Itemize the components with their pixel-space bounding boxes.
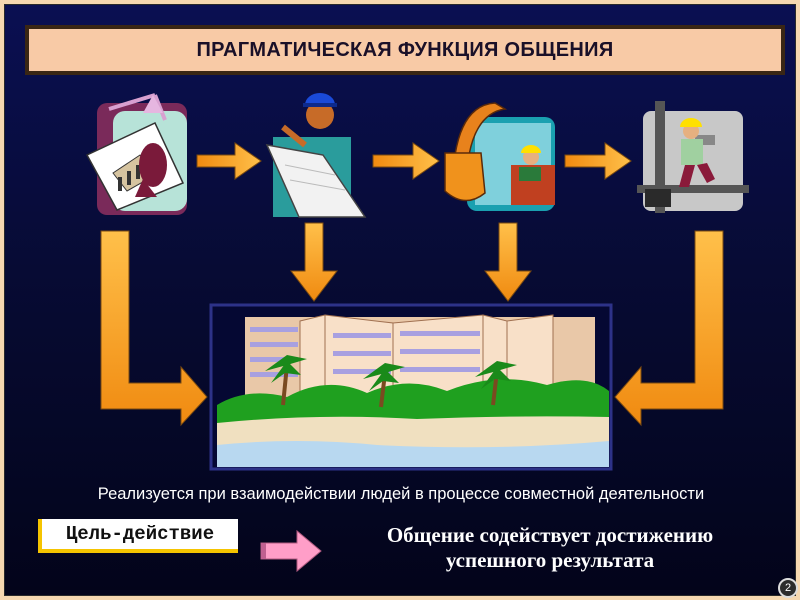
result-text: Общение содействует достижению успешного… xyxy=(330,523,770,573)
flow-arrow-3 xyxy=(564,142,632,180)
construction-worker-icon xyxy=(637,101,749,213)
flow-arrow-2 xyxy=(372,142,440,180)
architect-drawing-icon xyxy=(85,93,187,215)
flow-arrow-1 xyxy=(196,142,262,180)
down-arrow-2 xyxy=(483,222,533,302)
page-number-badge: 2 xyxy=(778,578,798,598)
diagram-canvas xyxy=(85,93,749,573)
caption-text: Реализуется при взаимодействии людей в п… xyxy=(97,485,705,503)
title-bar: ПРАГМАТИЧЕСКАЯ ФУНКЦИЯ ОБЩЕНИЯ xyxy=(25,25,785,75)
engineer-with-blueprint-icon xyxy=(265,93,367,218)
slide: ПРАГМАТИЧЕСКАЯ ФУНКЦИЯ ОБЩЕНИЯ xyxy=(4,4,796,596)
pink-result-arrow xyxy=(260,529,322,573)
l-arrow-left xyxy=(100,230,208,427)
down-arrow-1 xyxy=(289,222,339,302)
goal-label: Цель-действие xyxy=(38,519,238,553)
result-line-1: Общение содействует достижению xyxy=(386,523,714,547)
l-arrow-right xyxy=(614,230,724,427)
slide-title: ПРАГМАТИЧЕСКАЯ ФУНКЦИЯ ОБЩЕНИЯ xyxy=(29,29,781,71)
result-line-2: успешного результата xyxy=(445,548,655,572)
excavator-operator-icon xyxy=(444,102,555,211)
finished-building-icon xyxy=(209,303,613,471)
